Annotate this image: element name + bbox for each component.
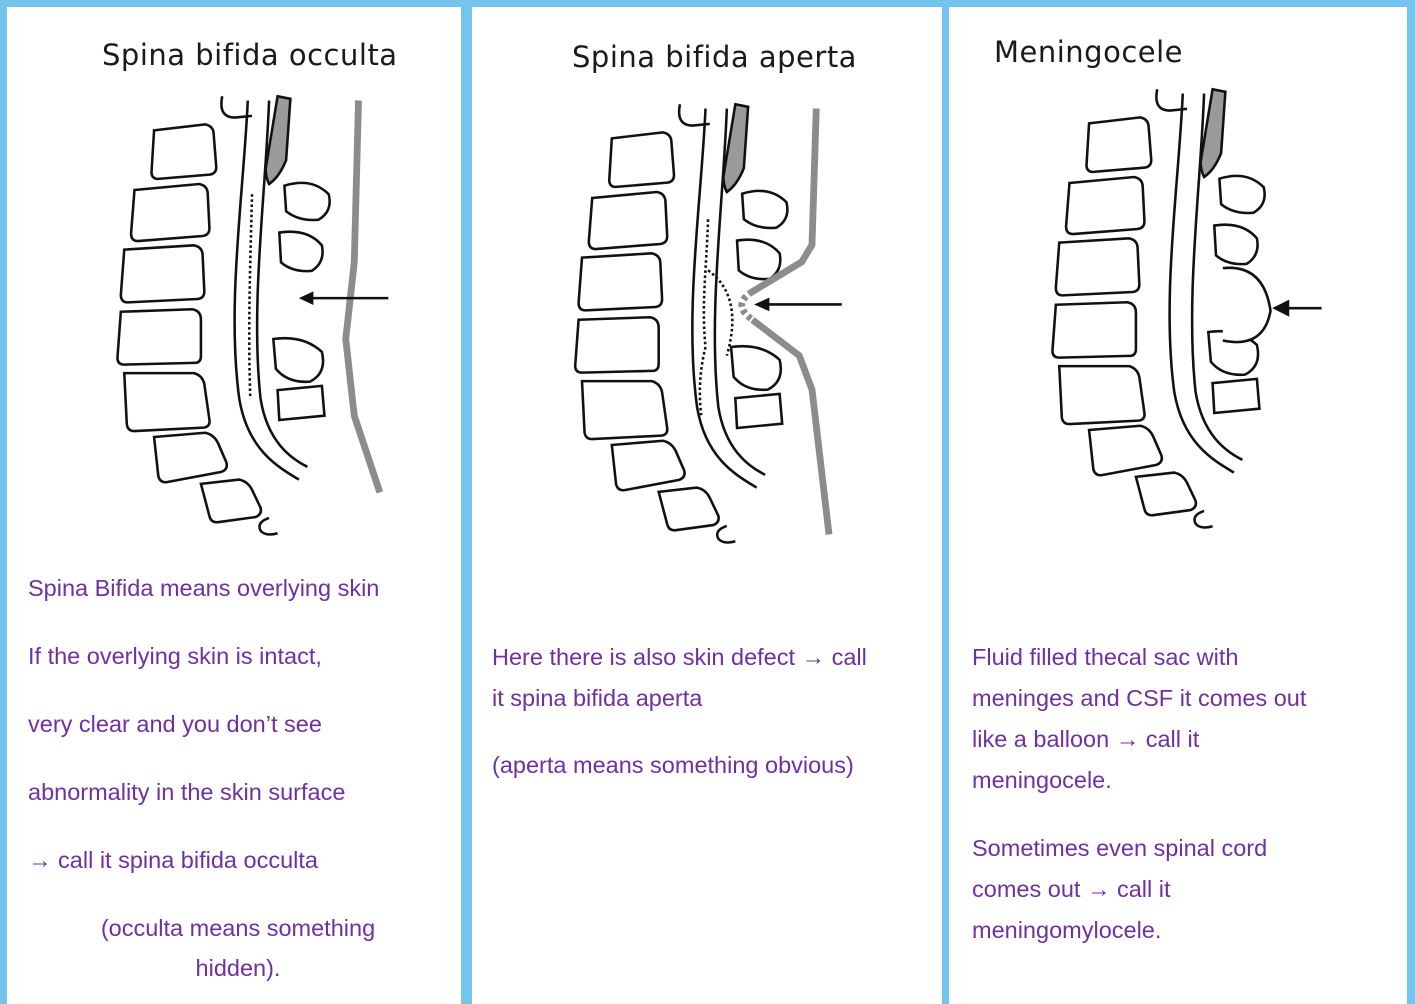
panel-title: Spina bifida occulta: [102, 38, 398, 72]
body-line: abnormality in the skin surface: [28, 779, 345, 806]
body-line: Spina Bifida means overlying skin: [28, 575, 379, 602]
body-line: Sometimes even spinal cord: [972, 835, 1267, 862]
panel-meningocele: Meningocele Fluid filled thecal sac with…: [948, 0, 1415, 1004]
body-line: comes out → call it: [972, 876, 1171, 903]
panel-spina-bifida-occulta: Spina bifida occulta Spina Bifida means …: [0, 0, 466, 1004]
panel-title: Spina bifida aperta: [572, 40, 857, 74]
body-line: Fluid filled thecal sac with: [972, 644, 1238, 671]
body-line: very clear and you don’t see: [28, 711, 322, 738]
spine-illustration-occulta: [75, 92, 395, 552]
body-line: meninges and CSF it comes out: [972, 685, 1306, 712]
body-line: like a balloon → call it: [972, 726, 1199, 753]
pointer-arrow-icon: [1272, 300, 1321, 317]
body-line: (occulta means something: [28, 915, 448, 942]
panel-spina-bifida-aperta: Spina bifida aperta Here there is also s…: [472, 0, 942, 1004]
spine-illustration-meningocele: [1010, 85, 1330, 545]
body-line: hidden).: [28, 955, 448, 982]
pointer-arrow-icon: [754, 298, 842, 312]
body-line: Here there is also skin defect → call: [492, 644, 867, 671]
body-line: (aperta means something obvious): [492, 752, 854, 779]
body-line: it spina bifida aperta: [492, 685, 702, 712]
panel-title: Meningocele: [994, 35, 1183, 69]
spine-illustration-aperta: [532, 100, 862, 560]
body-line: → call it spina bifida occulta: [28, 847, 318, 874]
body-line: If the overlying skin is intact,: [28, 643, 322, 670]
body-line: meningomylocele.: [972, 917, 1161, 944]
pointer-arrow-icon: [299, 291, 388, 305]
body-line: meningocele.: [972, 767, 1112, 794]
